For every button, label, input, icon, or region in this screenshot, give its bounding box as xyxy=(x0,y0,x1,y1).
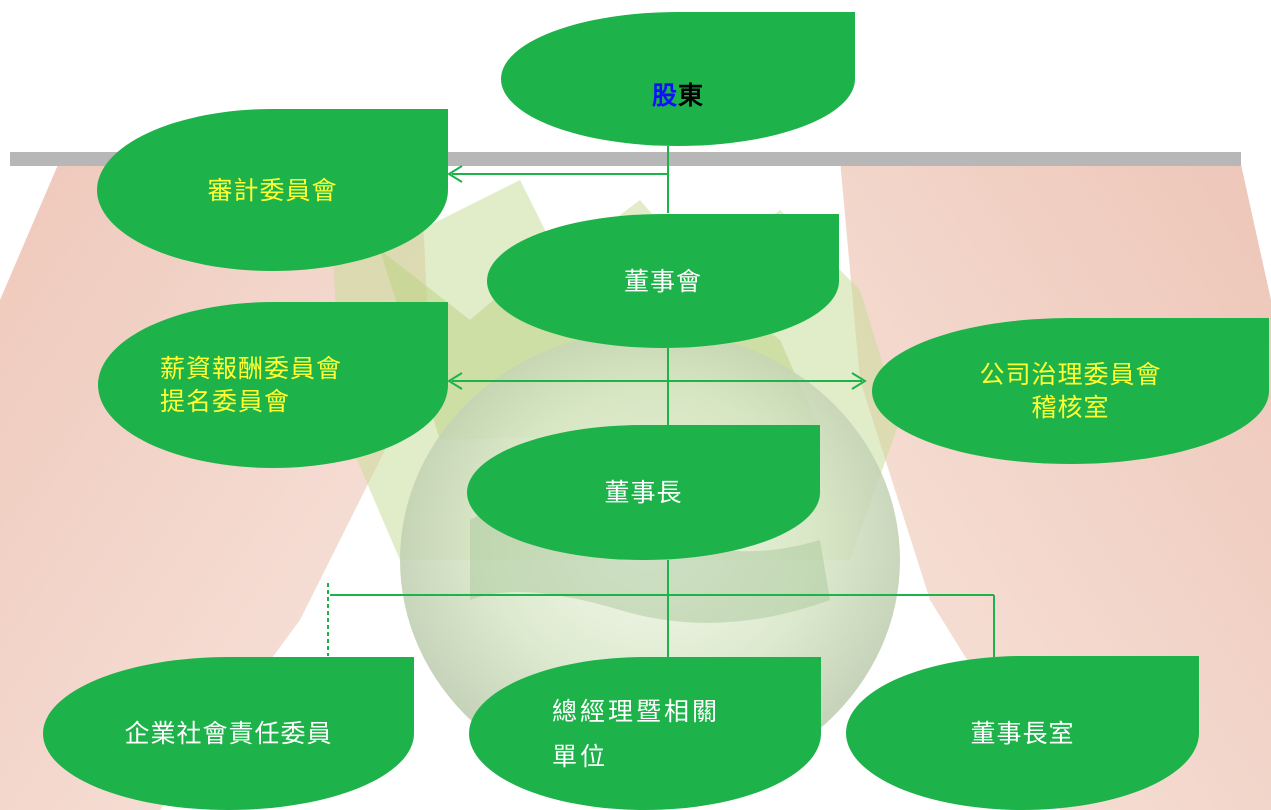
arrowhead-remuneration xyxy=(447,372,463,390)
node-gm-units: 總經理暨相關 單位 xyxy=(469,657,821,810)
arrowhead-audit-committee xyxy=(447,165,463,183)
node-csr-committee: 企業社會責任委員 xyxy=(43,657,414,810)
node-governance-audit: 公司治理委員會 稽核室 xyxy=(872,318,1269,464)
node-remuneration-nomination-label: 薪資報酬委員會 提名委員會 xyxy=(160,354,343,416)
node-chairman-office: 董事長室 xyxy=(846,656,1199,810)
node-chairman-office-label: 董事長室 xyxy=(970,718,1075,748)
node-board: 董事會 xyxy=(487,214,839,348)
node-chairman-label: 董事長 xyxy=(604,478,683,507)
node-gm-units-label: 總經理暨相關 單位 xyxy=(552,696,721,771)
node-chairman: 董事長 xyxy=(467,425,820,560)
node-shareholders-label: 股東 xyxy=(652,46,704,112)
node-shareholders: 股東 xyxy=(501,12,855,146)
shareholders-char-1: 股 xyxy=(651,81,678,110)
node-audit-committee-label: 審計委員會 xyxy=(207,175,338,205)
node-governance-audit-label: 公司治理委員會 稽核室 xyxy=(979,360,1162,422)
shareholders-char-2: 東 xyxy=(678,81,705,110)
node-remuneration-nomination: 薪資報酬委員會 提名委員會 xyxy=(98,302,448,468)
node-csr-committee-label: 企業社會責任委員 xyxy=(124,719,333,748)
arrowhead-governance xyxy=(851,372,867,390)
node-audit-committee: 審計委員會 xyxy=(97,109,448,271)
node-board-label: 董事會 xyxy=(623,266,702,296)
